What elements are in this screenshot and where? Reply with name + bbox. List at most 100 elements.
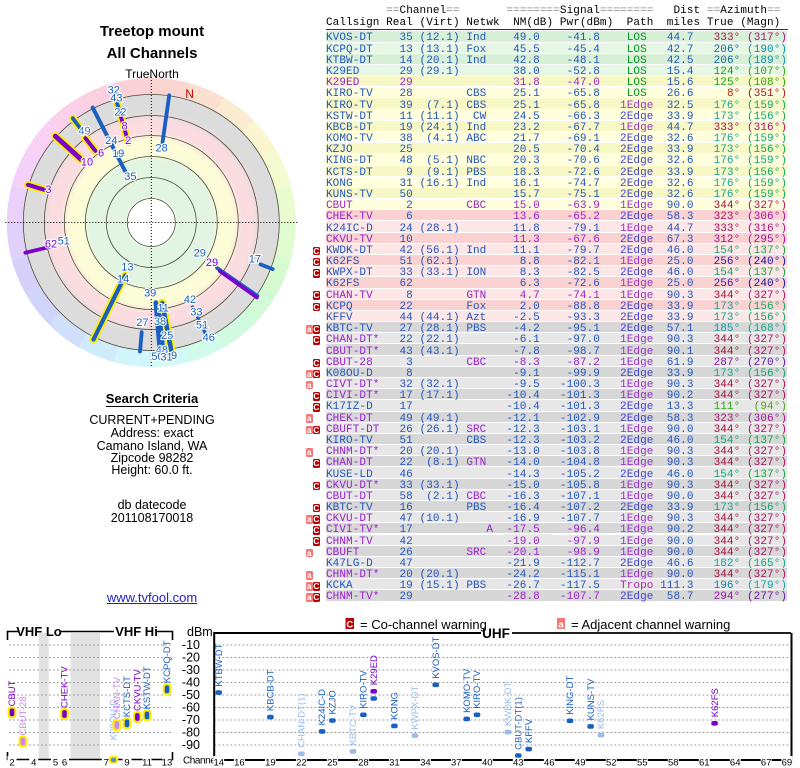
svg-text:-90: -90 xyxy=(182,738,200,752)
svg-text:KBTC-TV: KBTC-TV xyxy=(348,704,359,745)
svg-text:49: 49 xyxy=(78,125,90,137)
svg-text:13: 13 xyxy=(121,262,133,274)
svg-text:14: 14 xyxy=(117,274,129,286)
svg-text:C: C xyxy=(346,620,353,631)
svg-text:dBm: dBm xyxy=(187,625,213,639)
svg-text:31: 31 xyxy=(160,352,172,364)
svg-text:14: 14 xyxy=(214,758,225,768)
svg-text:67: 67 xyxy=(761,758,772,768)
svg-text:51: 51 xyxy=(58,235,70,247)
svg-text:51: 51 xyxy=(196,319,208,331)
svg-text:-30: -30 xyxy=(182,663,200,677)
svg-text:CHAN-DT(1): CHAN-DT(1) xyxy=(297,693,308,747)
svg-text:35: 35 xyxy=(124,171,136,183)
svg-text:5: 5 xyxy=(53,758,58,768)
svg-text:2: 2 xyxy=(9,758,14,768)
svg-text:29: 29 xyxy=(206,257,218,269)
svg-text:43: 43 xyxy=(110,93,122,105)
svg-text:KTBW-DT: KTBW-DT xyxy=(214,643,225,686)
svg-text:6: 6 xyxy=(62,758,67,768)
svg-text:50: 50 xyxy=(151,351,163,363)
svg-text:62: 62 xyxy=(45,239,57,251)
svg-text:= Co-channel warning: = Co-channel warning xyxy=(360,617,487,632)
svg-text:13: 13 xyxy=(162,758,173,768)
svg-text:K62FS: K62FS xyxy=(710,688,721,717)
svg-text:-40: -40 xyxy=(182,676,200,690)
svg-text:28: 28 xyxy=(358,758,369,768)
svg-text:61: 61 xyxy=(699,758,710,768)
svg-text:38: 38 xyxy=(154,316,166,328)
svg-text:19: 19 xyxy=(265,758,276,768)
svg-text:KWPX-DT: KWPX-DT xyxy=(410,686,421,730)
svg-text:69: 69 xyxy=(782,758,793,768)
svg-text:64: 64 xyxy=(730,758,741,768)
svg-text:a: a xyxy=(558,620,564,631)
svg-text:VHF Hi: VHF Hi xyxy=(115,624,158,639)
svg-text:25: 25 xyxy=(161,330,173,342)
svg-text:-10: -10 xyxy=(182,638,200,652)
svg-text:8: 8 xyxy=(121,121,127,133)
svg-text:9: 9 xyxy=(171,350,177,362)
svg-text:CKVU-TV: CKVU-TV xyxy=(133,669,144,711)
svg-text:N: N xyxy=(185,87,194,101)
svg-text:11: 11 xyxy=(142,758,152,768)
svg-text:6: 6 xyxy=(98,147,104,159)
svg-text:KCPQ-DT: KCPQ-DT xyxy=(162,640,173,683)
svg-text:11: 11 xyxy=(157,302,168,314)
svg-text:29: 29 xyxy=(194,248,206,260)
svg-text:-50: -50 xyxy=(182,688,200,702)
svg-text:31: 31 xyxy=(389,758,400,768)
svg-text:K62FS: K62FS xyxy=(596,700,607,729)
svg-text:-80: -80 xyxy=(182,726,200,740)
svg-text:= Adjacent channel warning: = Adjacent channel warning xyxy=(571,617,730,632)
svg-text:CHEK-TV: CHEK-TV xyxy=(60,666,71,708)
svg-text:7: 7 xyxy=(104,758,109,768)
svg-text:KONG: KONG xyxy=(390,692,401,720)
svg-text:25: 25 xyxy=(327,758,338,768)
svg-text:KCTS-DT: KCTS-DT xyxy=(122,676,133,717)
svg-text:22: 22 xyxy=(114,107,126,119)
svg-text:17: 17 xyxy=(249,254,261,266)
svg-text:37: 37 xyxy=(451,758,462,768)
svg-text:49: 49 xyxy=(575,758,586,768)
svg-text:24: 24 xyxy=(105,135,117,147)
svg-text:KFFV: KFFV xyxy=(524,718,535,743)
svg-text:32: 32 xyxy=(108,84,120,96)
svg-text:48: 48 xyxy=(156,345,168,357)
svg-text:2: 2 xyxy=(125,135,131,147)
svg-text:-20: -20 xyxy=(182,651,200,665)
svg-text:K24IC-D: K24IC-D xyxy=(317,689,328,726)
svg-text:KVOS-DT: KVOS-DT xyxy=(431,636,442,678)
svg-text:Channel: Channel xyxy=(183,756,217,767)
svg-text:22: 22 xyxy=(296,758,307,768)
svg-text:9: 9 xyxy=(124,758,129,768)
svg-text:19: 19 xyxy=(112,148,124,160)
svg-text:3: 3 xyxy=(45,184,51,196)
svg-text:33: 33 xyxy=(190,307,202,319)
svg-text:KSTW-DT: KSTW-DT xyxy=(142,666,153,709)
svg-text:CHAN-TV: CHAN-TV xyxy=(112,676,123,719)
svg-text:4: 4 xyxy=(31,758,36,768)
svg-text:CBUT-28: CBUT-28 xyxy=(18,696,29,735)
svg-text:27: 27 xyxy=(136,317,148,329)
svg-text:CBUT-DT(1): CBUT-DT(1) xyxy=(514,697,525,750)
svg-text:K29ED: K29ED xyxy=(369,655,380,685)
svg-text:-70: -70 xyxy=(182,713,200,727)
svg-text:46: 46 xyxy=(544,758,555,768)
svg-text:46: 46 xyxy=(203,332,215,344)
svg-text:KIRO-TV: KIRO-TV xyxy=(359,670,370,709)
svg-text:55: 55 xyxy=(637,758,648,768)
svg-text:KBCB-DT: KBCB-DT xyxy=(266,669,277,711)
svg-text:34: 34 xyxy=(420,758,431,768)
svg-text:58: 58 xyxy=(668,758,679,768)
svg-text:43: 43 xyxy=(513,758,524,768)
svg-text:10: 10 xyxy=(81,156,93,168)
svg-text:40: 40 xyxy=(482,758,493,768)
svg-text:KUNS-TV: KUNS-TV xyxy=(586,678,597,720)
svg-text:KOMO-TV: KOMO-TV xyxy=(462,668,473,713)
svg-text:KZJO: KZJO xyxy=(328,690,339,714)
svg-text:52: 52 xyxy=(606,758,617,768)
svg-text:16: 16 xyxy=(234,758,245,768)
svg-text:KIRO-TV: KIRO-TV xyxy=(472,670,483,709)
svg-text:28: 28 xyxy=(155,143,167,155)
